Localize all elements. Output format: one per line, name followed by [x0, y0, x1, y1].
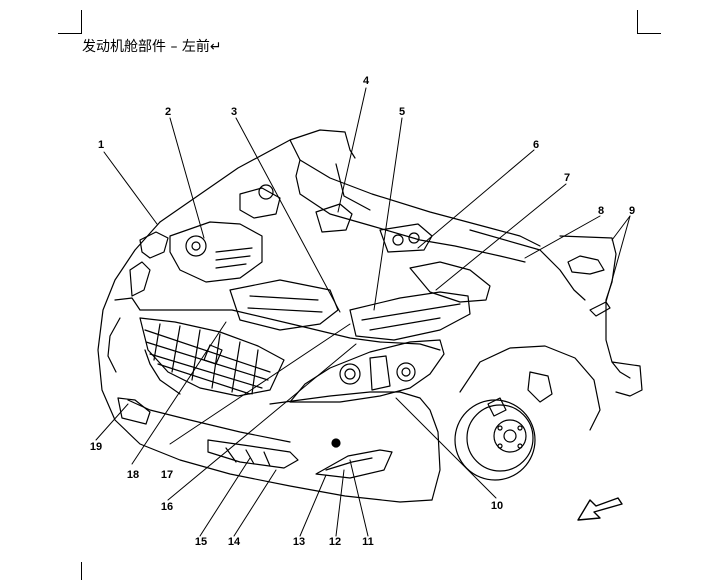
callout-2: 2 [164, 106, 172, 118]
grille [139, 317, 285, 397]
callout-6: 6 [532, 139, 540, 151]
callout-1: 1 [97, 139, 105, 151]
crop-mark-bottom-left [81, 562, 82, 580]
leader-lines [95, 87, 631, 537]
crop-mark-top-left-h [58, 33, 82, 34]
cowl-and-fender [469, 229, 643, 397]
lower-bumper [117, 397, 393, 479]
direction-arrow-icon [577, 497, 623, 521]
callout-7: 7 [563, 172, 571, 184]
callout-14: 14 [227, 536, 241, 548]
callout-8: 8 [597, 205, 605, 217]
callout-10: 10 [490, 500, 504, 512]
crop-mark-top-left-v [81, 10, 82, 34]
callout-9: 9 [628, 205, 636, 217]
crop-mark-top-right-h [637, 33, 661, 34]
callout-19: 19 [89, 441, 103, 453]
callout-5: 5 [398, 106, 406, 118]
engine-bay [129, 184, 491, 341]
front-wheel [454, 345, 601, 481]
page-title: 发动机舱部件 – 左前↵ [82, 39, 222, 55]
callout-3: 3 [230, 106, 238, 118]
crop-mark-top-right-v [637, 10, 638, 34]
callout-12: 12 [328, 536, 342, 548]
hood-outline [159, 129, 541, 263]
callout-15: 15 [194, 536, 208, 548]
callout-13: 13 [292, 536, 306, 548]
callout-11: 11 [362, 536, 374, 548]
callout-16: 16 [160, 501, 174, 513]
callout-17: 17 [160, 469, 174, 481]
callout-4: 4 [362, 75, 370, 87]
headlamp [289, 339, 445, 403]
callout-18: 18 [126, 469, 140, 481]
